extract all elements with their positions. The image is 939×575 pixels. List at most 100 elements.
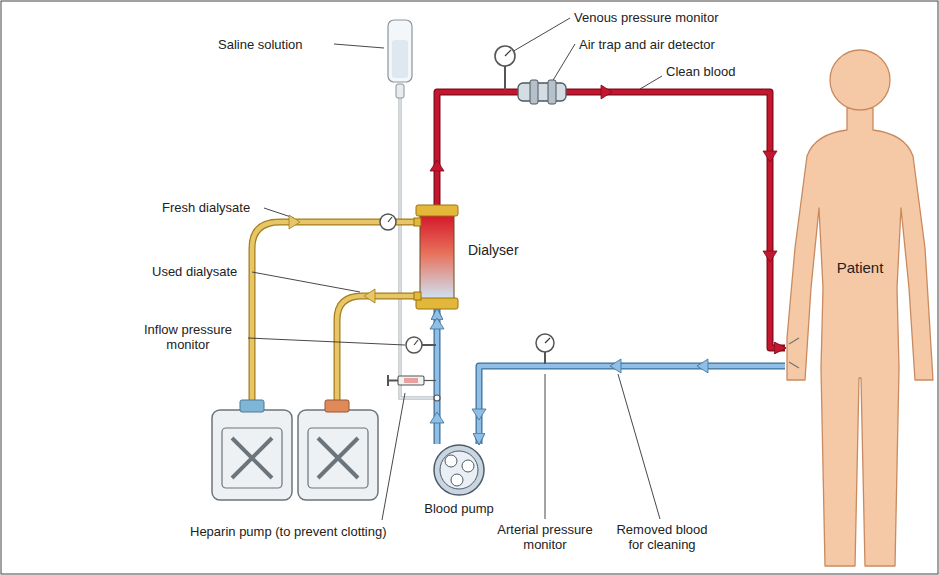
dialyser-outline <box>416 205 458 216</box>
air-trap <box>530 80 538 104</box>
leader-line <box>252 272 360 292</box>
leader-line <box>618 374 660 519</box>
heparin-syringe <box>387 375 389 386</box>
callout-label: Used dialysate <box>152 264 237 279</box>
blood-pump-outline <box>440 451 478 489</box>
leader-line <box>545 374 546 519</box>
fresh-dialysate-line <box>252 222 416 404</box>
fresh-dialysate-gauge <box>380 214 396 230</box>
saline-bag <box>396 84 404 98</box>
callout-label: Inflow pressure monitor <box>130 322 246 352</box>
flow-arrow <box>472 409 486 420</box>
fresh-dialysate-gauge <box>380 214 396 230</box>
callout-label: Arterial pressure monitor <box>485 522 605 552</box>
dialyser-outline <box>414 292 421 300</box>
leader-line <box>334 44 384 48</box>
blood-pump-outline <box>451 474 463 486</box>
blood-pump-outline <box>462 460 474 472</box>
fresh-dialysate-line <box>252 222 416 404</box>
flow-arrow <box>610 359 621 373</box>
callout-label: Venous pressure monitor <box>574 10 719 25</box>
heparin-syringe <box>388 380 398 382</box>
leader-line <box>640 76 662 89</box>
dialysate-canister <box>308 428 368 488</box>
saline-bag <box>388 20 412 98</box>
arterial-pressure-gauge <box>545 338 550 343</box>
flow-arrow <box>601 85 612 99</box>
dialysate-canister <box>222 428 282 488</box>
dialyser: Dialyser <box>416 205 458 309</box>
blood-line-core <box>479 366 785 444</box>
dialyser-outline <box>416 298 458 309</box>
callout-label: Fresh dialysate <box>162 200 250 215</box>
patient-figure-outline <box>787 108 933 566</box>
callout-label: Saline solution <box>218 37 303 52</box>
patient-figure-outline <box>785 38 935 572</box>
blood-line-core <box>437 92 785 348</box>
saline-bag <box>388 20 412 82</box>
dialyser-outline <box>414 218 421 226</box>
flow-arrow <box>364 289 375 303</box>
callout-label: Clean blood <box>666 64 735 79</box>
venous-pressure-gauge <box>505 50 511 56</box>
callout-label: Air trap and air detector <box>579 37 715 52</box>
blood-line-edge <box>437 92 785 348</box>
blood-line <box>437 92 785 348</box>
patient-figure-outline <box>789 338 799 368</box>
flow-arrow <box>763 151 777 162</box>
dialysate-canister <box>212 410 292 500</box>
blood-line <box>479 366 785 444</box>
blood-line-edge <box>479 366 785 444</box>
blood-pump: Blood pump <box>433 444 485 496</box>
node-label: Dialyser <box>468 243 519 258</box>
arterial-pressure-gauge <box>544 351 546 364</box>
patient-figure: Patient <box>785 38 935 572</box>
saline-bag <box>392 40 408 78</box>
venous-pressure-gauge <box>495 46 515 90</box>
node-label: Blood pump <box>424 501 493 516</box>
inflow-pressure-gauge <box>406 337 436 353</box>
heparin-syringe <box>388 375 436 386</box>
used-dialysate-line <box>337 296 416 404</box>
dialysate-canister <box>232 438 272 478</box>
flow-arrow <box>430 318 444 329</box>
dialysate-canister <box>298 400 378 500</box>
heparin-syringe <box>404 378 418 383</box>
callout-label: Heparin pump (to prevent clotting) <box>190 524 387 539</box>
fresh-dialysate-gauge <box>388 217 392 222</box>
venous-pressure-gauge <box>495 46 515 66</box>
leader-line <box>248 338 405 345</box>
patient-figure-outline <box>830 50 890 110</box>
inflow-pressure-gauge <box>414 340 418 345</box>
air-trap <box>548 80 556 104</box>
fresh-dialysate-line <box>252 222 416 404</box>
dialyser-outline <box>416 205 458 309</box>
dialysate-canister <box>298 410 378 500</box>
arterial-pressure-gauge <box>536 334 554 352</box>
venous-pressure-gauge <box>504 66 506 90</box>
junction <box>434 395 440 401</box>
flow-arrow <box>430 160 444 171</box>
leader-line <box>512 18 570 52</box>
arterial-pressure-gauge <box>536 334 554 364</box>
used-dialysate-line <box>337 296 416 404</box>
flow-arrow <box>289 215 300 229</box>
blood-pump-outline <box>434 445 484 495</box>
flow-arrow <box>430 412 444 423</box>
used-dialysate-line <box>337 296 416 404</box>
node-label: Patient <box>785 260 935 275</box>
leader-line <box>382 393 405 520</box>
dialysate-canister <box>240 400 264 412</box>
junction <box>434 395 440 401</box>
leader-line <box>552 44 575 82</box>
flow-arrow <box>289 85 777 423</box>
inflow-pressure-gauge <box>406 337 422 353</box>
dialyser-outline <box>420 215 454 299</box>
flow-arrow <box>763 251 777 262</box>
blood-pump-outline <box>433 444 485 496</box>
air-trap <box>518 80 566 104</box>
callout-label: Removed blood for cleaning <box>612 522 712 552</box>
heparin-syringe <box>398 376 424 385</box>
